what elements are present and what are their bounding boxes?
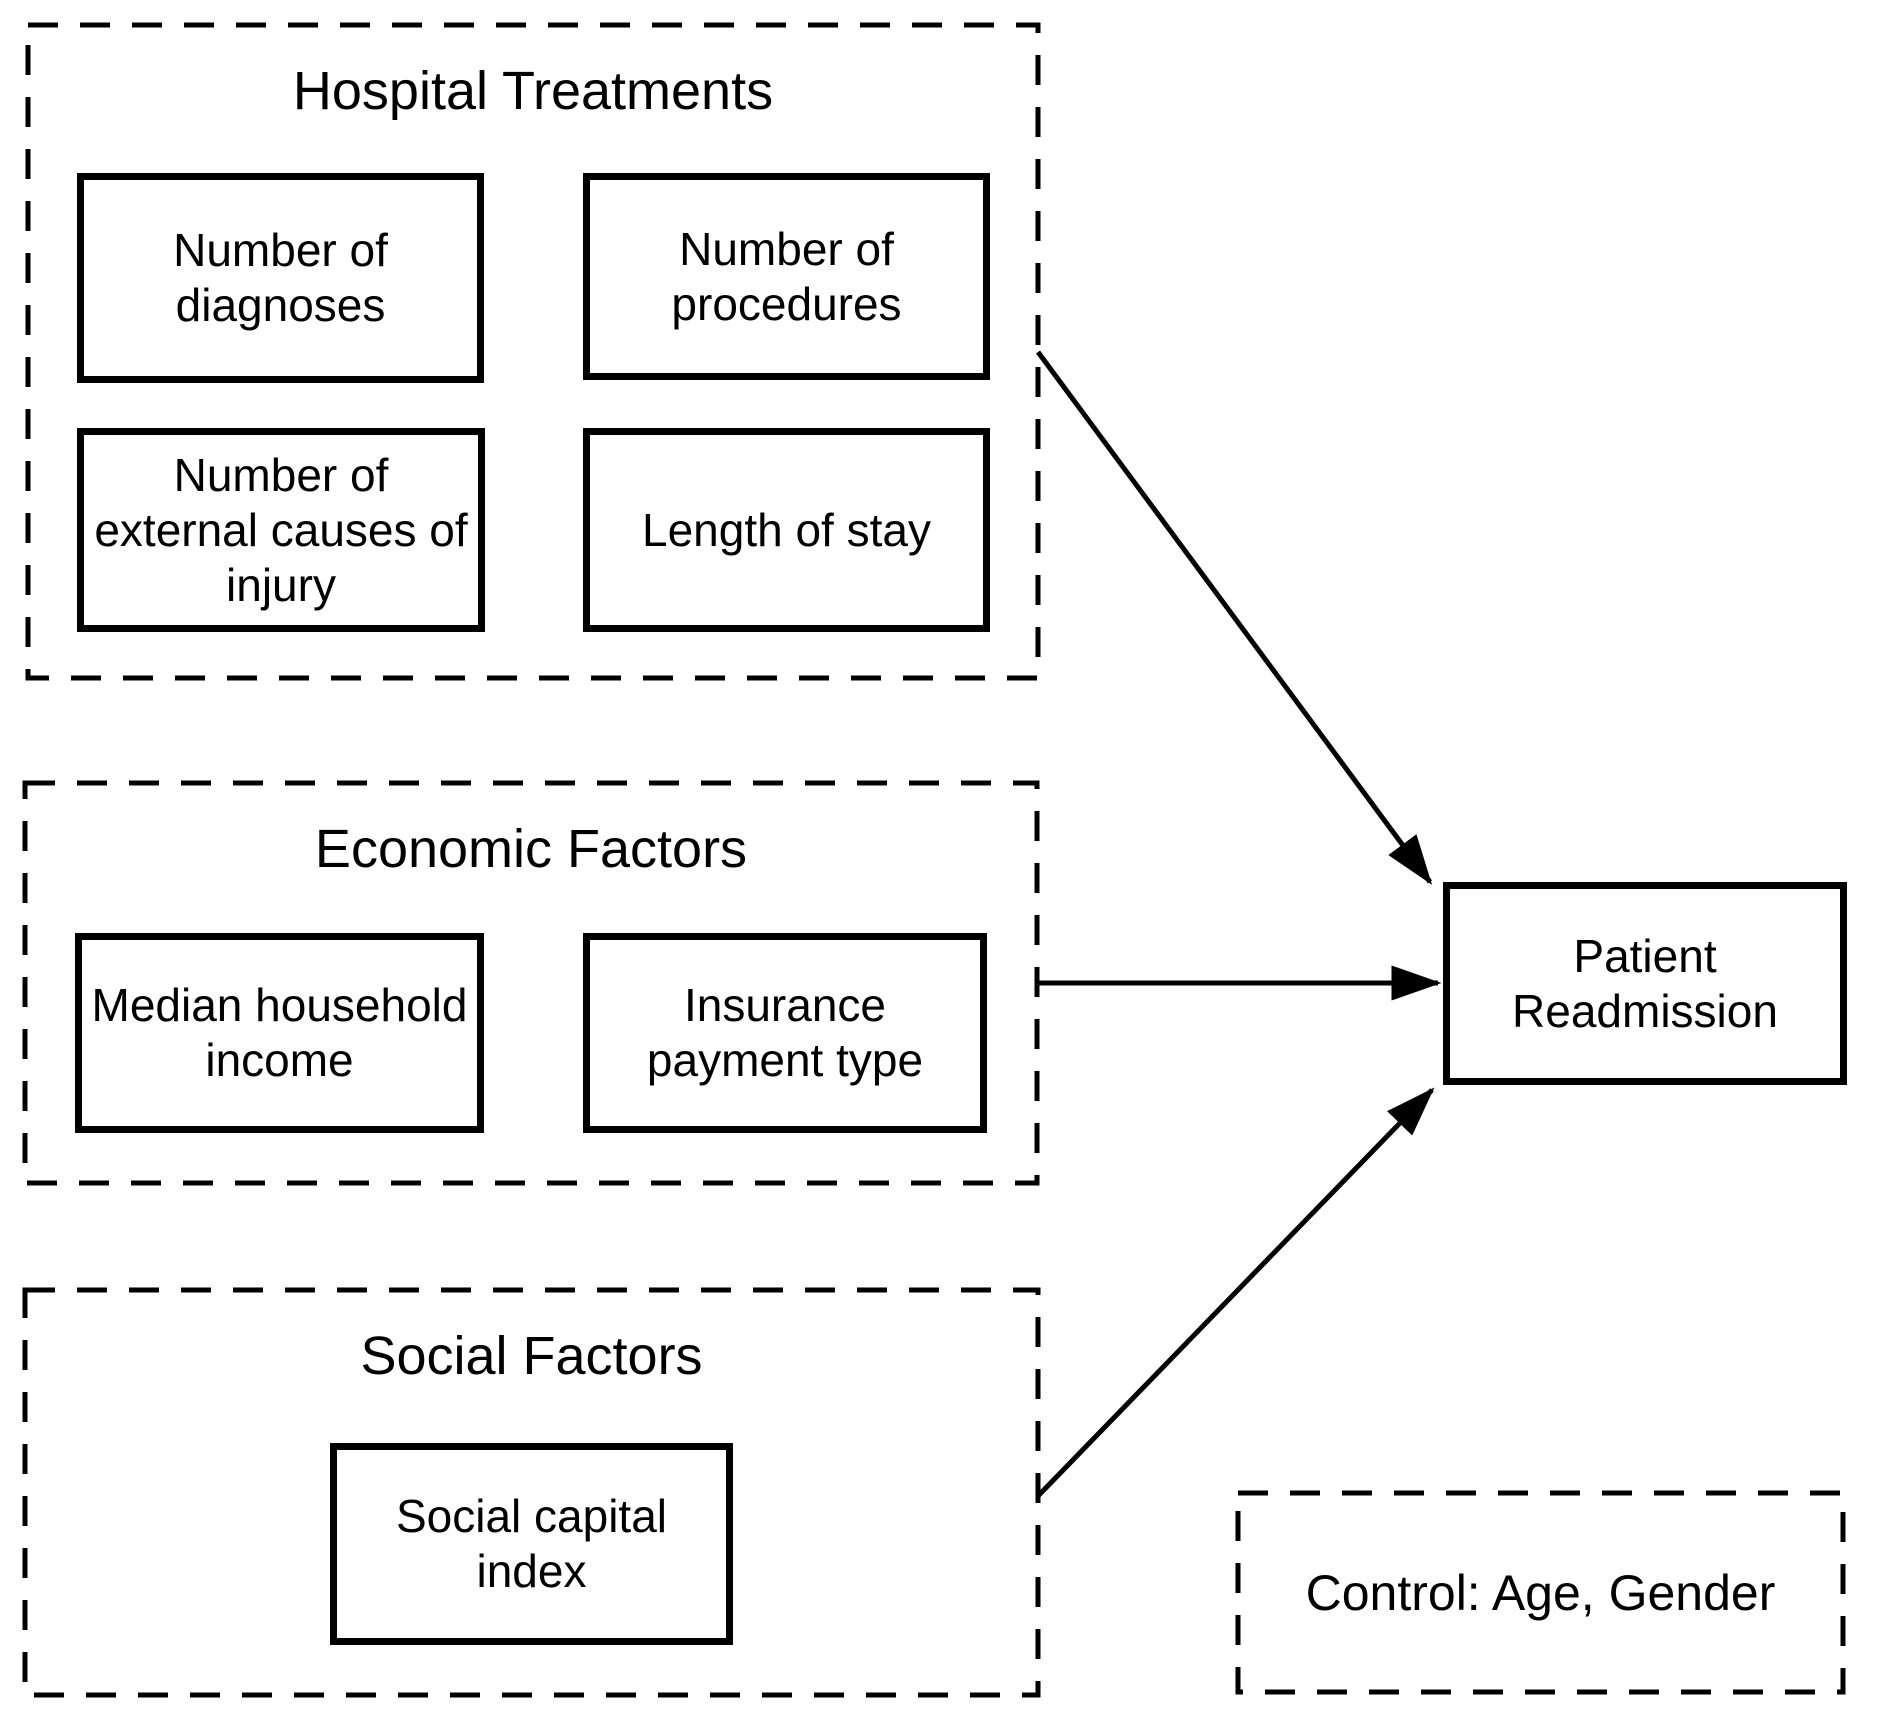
factor-label: Number of procedures [671,222,902,330]
factor-label: Social capital index [395,1490,668,1597]
hospital-to-readmission-arrow [1035,350,1433,885]
outcome-label: Patient Readmission [1512,929,1778,1037]
factor-box-number-of-procedures: Number of procedures [583,173,990,380]
factor-box-median-household-income: Median household income [75,933,484,1133]
factor-label: Length of stay [642,503,931,556]
social-factors-group: Social Factors Social capital index [25,1290,1038,1695]
factor-box-insurance-payment-type: Insurance payment type [583,933,987,1133]
factor-label: Number of diagnoses [173,224,388,331]
patient-readmission-box: Patient Readmission [1443,882,1847,1085]
factor-box-external-causes-of-injury: Number of external causes of injury [77,428,485,632]
factor-box-number-of-diagnoses: Number of diagnoses [77,173,484,383]
economic-factors-group: Economic Factors Median household income… [25,783,1037,1183]
factor-label: Insurance payment type [646,979,924,1086]
hospital-treatments-group: Hospital Treatments Number of diagnoses … [28,25,1038,678]
factor-box-social-capital-index: Social capital index [330,1443,733,1645]
factor-box-length-of-stay: Length of stay [583,428,990,632]
control-variables-box: Control: Age, Gender [1238,1493,1843,1692]
control-box-border [1235,1490,1846,1695]
factor-label: Number of external causes of injury [94,448,468,611]
group-title: Economic Factors [314,819,748,879]
factor-label: Median household income [91,979,468,1086]
social-to-readmission-arrow [1035,1087,1435,1499]
economic-factors-group-border [22,780,1040,1186]
control-label: Control: Age, Gender [1305,1564,1776,1621]
group-title: Social Factors [360,1326,703,1386]
group-title: Hospital Treatments [292,61,774,121]
